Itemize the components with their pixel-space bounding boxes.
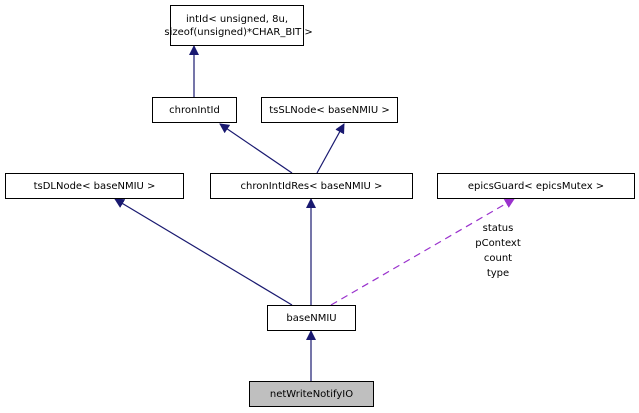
node-tsSLNode[interactable]: tsSLNode< baseNMIU > [261,97,398,123]
node-chronIntId[interactable]: chronIntId [152,97,237,123]
edge-chronIntIdRes-chronIntId [219,123,293,174]
node-tsDLNode[interactable]: tsDLNode< baseNMIU > [5,173,184,199]
edge-chronIntIdRes-tsSLNode [316,123,345,174]
node-netWriteNotifyIO: netWriteNotifyIO [249,381,374,407]
edge-baseNMIU-tsDLNode [114,198,293,306]
node-intId[interactable]: intId< unsigned, 8u, sizeof(unsigned)*CH… [164,5,313,46]
node-baseNMIU[interactable]: baseNMIU [267,305,356,331]
node-chronIntIdRes[interactable]: chronIntIdRes< baseNMIU > [210,173,413,199]
usage-edge-label: status pContext count type [475,223,521,279]
node-epicsGuard[interactable]: epicsGuard< epicsMutex > [437,173,635,199]
